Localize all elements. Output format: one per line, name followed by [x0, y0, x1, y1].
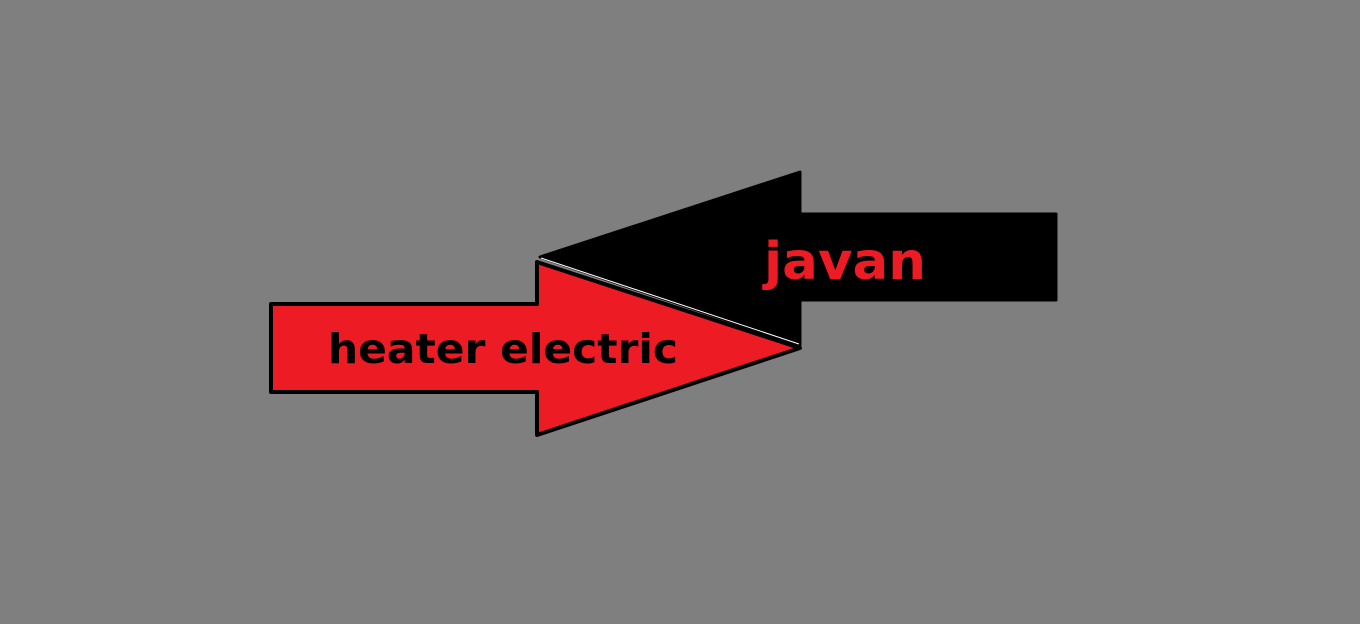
red-right-arrow — [269, 260, 802, 437]
heater-electric-label: heater electric — [328, 325, 678, 373]
javan-label: javan — [762, 232, 926, 292]
divider-line — [540, 257, 800, 345]
black-left-arrow — [538, 170, 1058, 347]
